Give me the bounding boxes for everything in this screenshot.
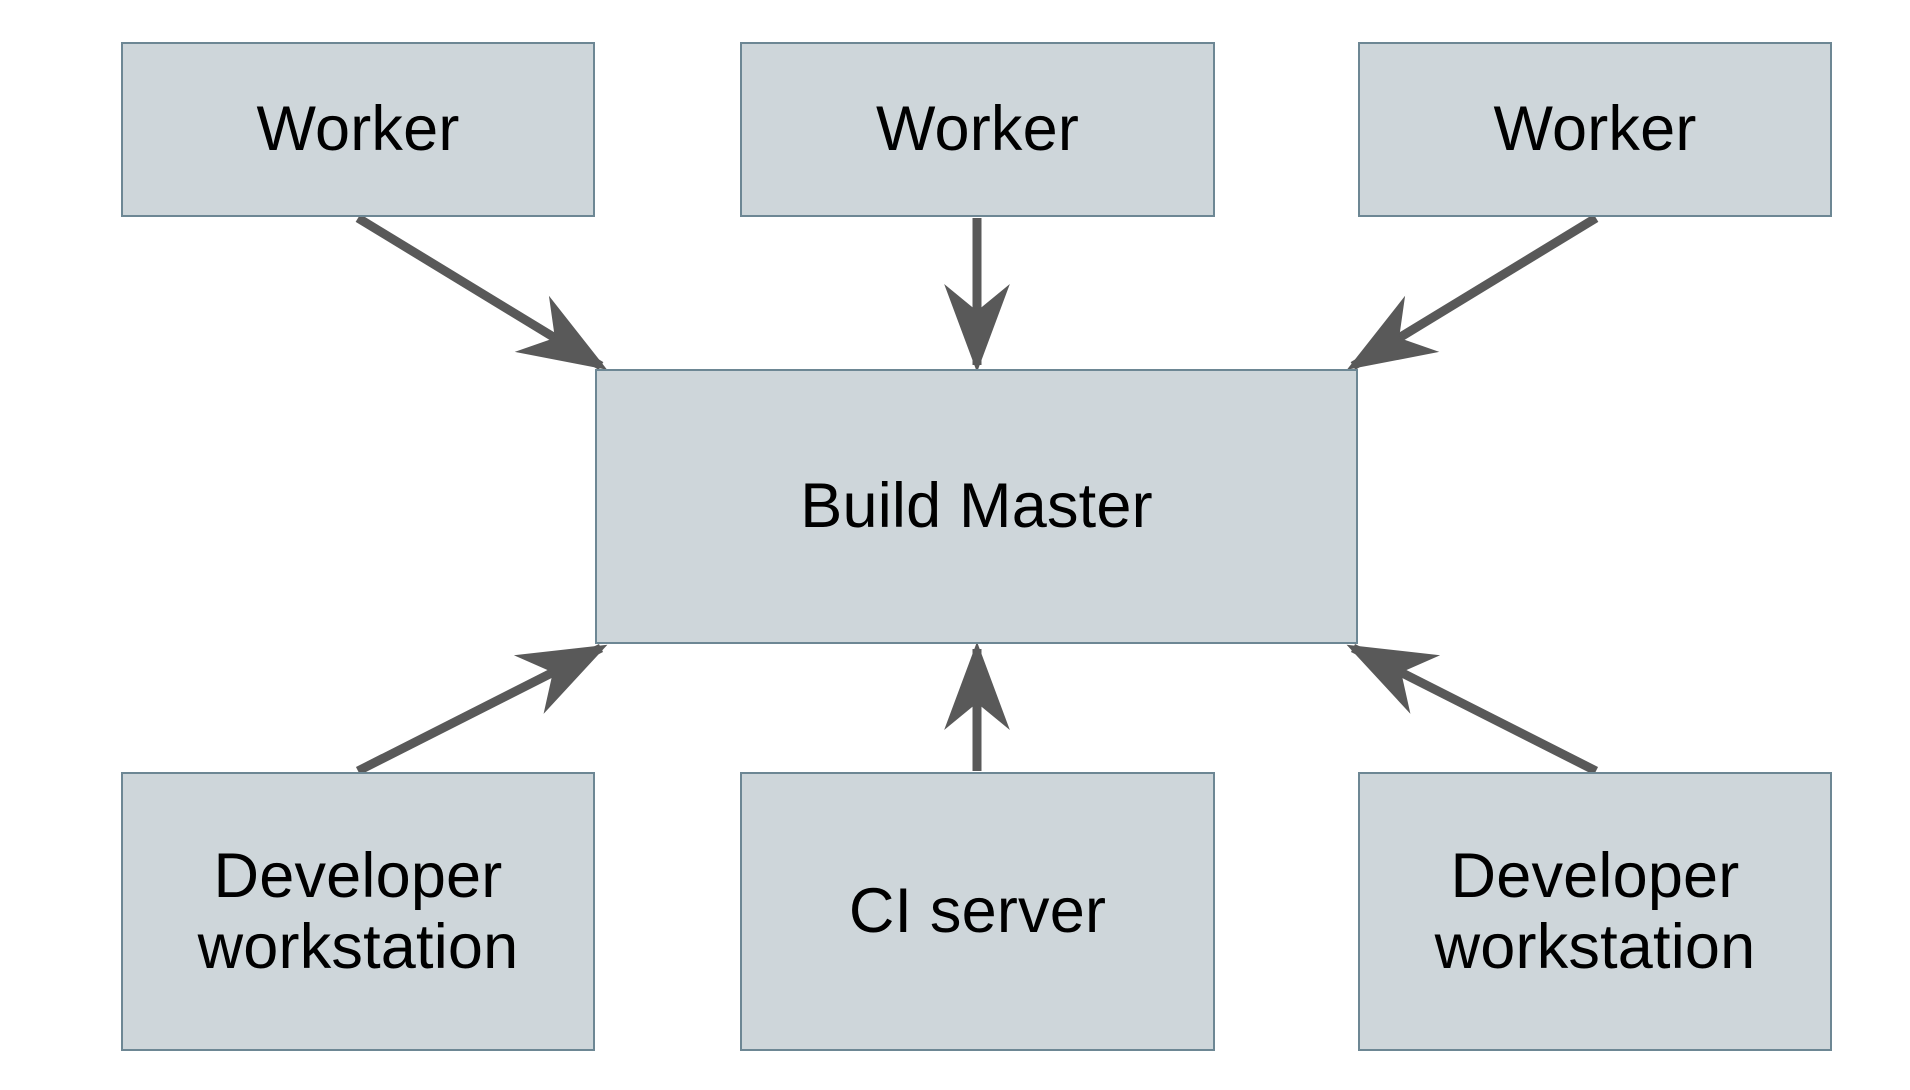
node-worker-3[interactable]: Worker [1358, 42, 1832, 217]
node-worker-1[interactable]: Worker [121, 42, 595, 217]
node-ci-server-label: CI server [848, 876, 1107, 947]
node-developer-workstation-right[interactable]: Developer workstation [1358, 772, 1832, 1051]
edge-dev-right-to-build-master [1346, 643, 1599, 776]
node-worker-1-label: Worker [256, 94, 460, 165]
node-developer-workstation-left[interactable]: Developer workstation [121, 772, 595, 1051]
node-build-master[interactable]: Build Master [595, 369, 1358, 644]
node-build-master-label: Build Master [800, 471, 1153, 542]
edge-worker-3-to-build-master [1346, 214, 1599, 370]
edge-dev-left-to-build-master [355, 643, 608, 776]
node-developer-workstation-left-label: Developer workstation [197, 840, 519, 982]
node-worker-3-label: Worker [1493, 94, 1697, 165]
edge-worker-1-to-build-master [355, 214, 608, 370]
node-worker-2-label: Worker [875, 94, 1080, 165]
node-ci-server[interactable]: CI server [740, 772, 1215, 1051]
node-worker-2[interactable]: Worker [740, 42, 1215, 217]
node-developer-workstation-right-label: Developer workstation [1434, 840, 1756, 982]
